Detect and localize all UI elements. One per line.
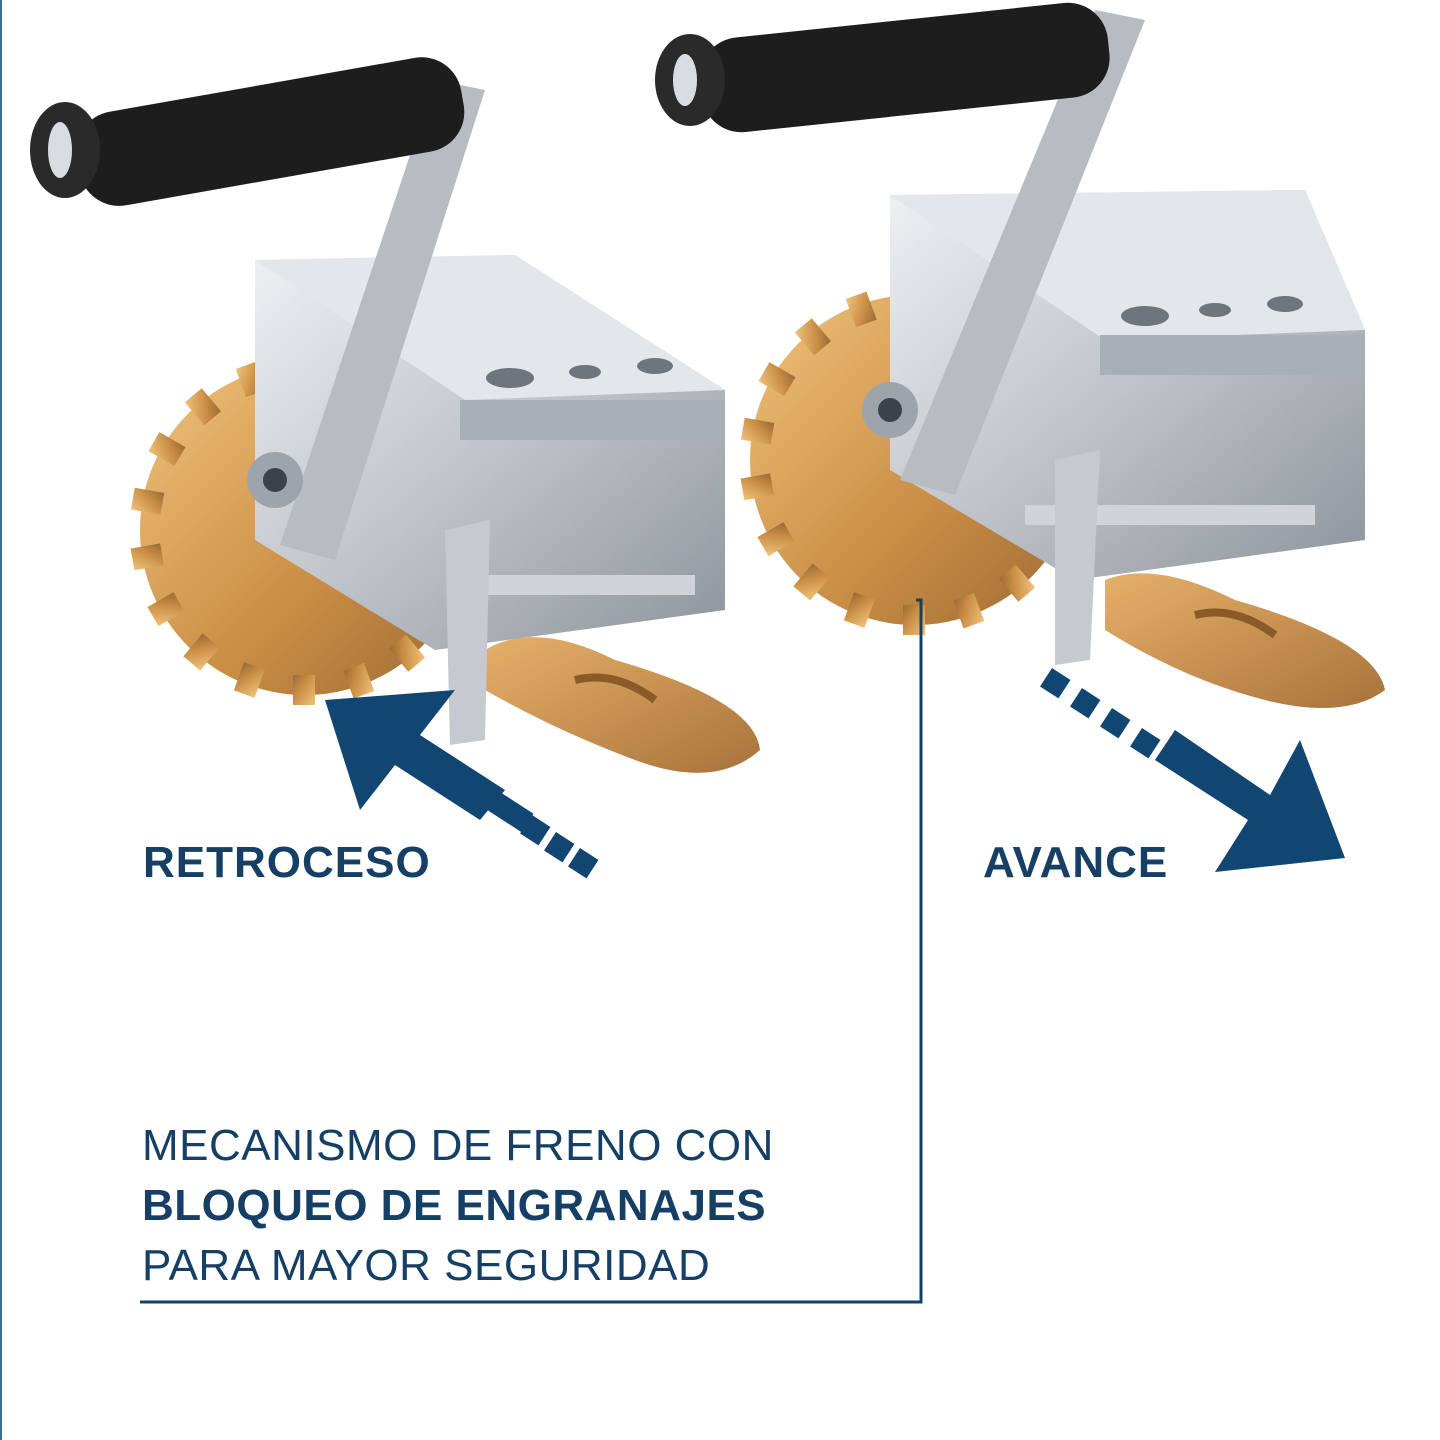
- brake-caption: MECANISMO DE FRENO CON BLOQUEO DE ENGRAN…: [142, 1116, 922, 1296]
- crank-handle-right: [655, 2, 1110, 133]
- crank-handle-left: [30, 57, 465, 206]
- winch-image-right: [655, 0, 1415, 740]
- forward-label: AVANCE: [983, 838, 1169, 887]
- reverse-label: RETROCESO: [143, 838, 431, 887]
- caption-line-3: PARA MAYOR SEGURIDAD: [142, 1241, 711, 1290]
- left-edge-line: [0, 0, 2, 1440]
- caption-line-2: BLOQUEO DE ENGRANAJES: [142, 1181, 767, 1230]
- caption-line-1: MECANISMO DE FRENO CON: [142, 1121, 774, 1170]
